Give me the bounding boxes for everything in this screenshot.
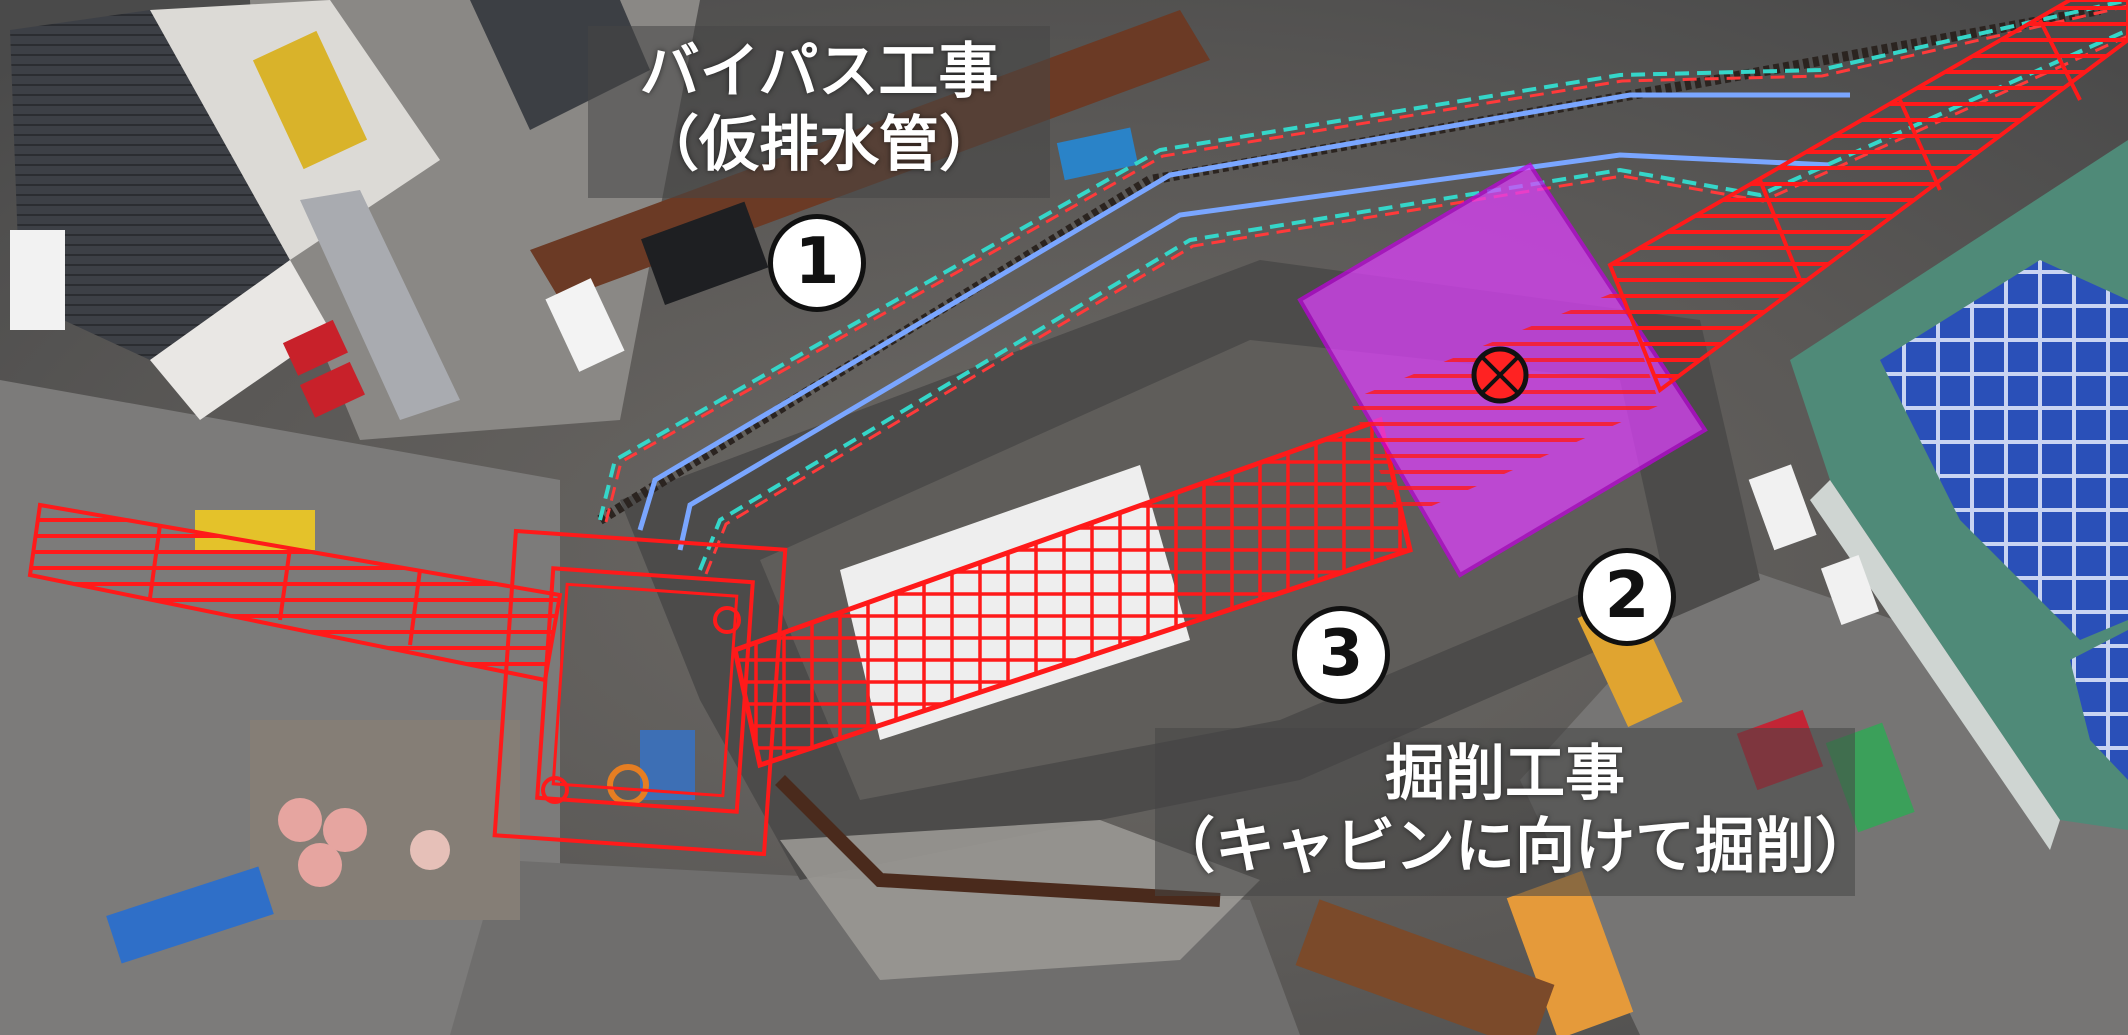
culvert-center xyxy=(732,416,1413,769)
house-roof xyxy=(10,10,290,360)
bypass-pipe-cyan-outer xyxy=(598,0,2128,521)
bypass-pipe-cyan-inner xyxy=(698,28,2128,571)
culvert-left-rib-3 xyxy=(408,569,422,646)
signboard xyxy=(10,230,65,330)
sheet-pile-wall-bottom xyxy=(775,775,1221,907)
solar-panels-lower xyxy=(2070,630,2128,780)
wet-area xyxy=(780,820,1260,980)
bypass-work-title: バイパス工事 xyxy=(639,37,999,107)
excavation-work-subtitle: （キャビンに向けて掘削） xyxy=(1155,812,1875,883)
red-car-1 xyxy=(282,319,348,376)
shaft-inner-2 xyxy=(551,582,739,798)
bypass-work-subtitle: （仮排水管） xyxy=(639,110,999,181)
bypass-pipe-blue-1 xyxy=(637,92,1850,531)
culvert-left-rib-1 xyxy=(148,524,162,599)
blue-container-left xyxy=(640,730,695,800)
bypass-pipe-red-outer xyxy=(604,4,2128,523)
culvert-right xyxy=(1607,0,2128,394)
cable-drum-4 xyxy=(410,830,450,870)
crane-bottom xyxy=(1506,870,1634,1035)
shaft-corner-1 xyxy=(713,606,741,634)
bypass-pipe-blue-2 xyxy=(677,152,1831,551)
excavation-work-label: 掘削工事 （キャビンに向けて掘削） xyxy=(1155,728,1875,896)
excavator-top xyxy=(641,201,769,305)
pipes-bottom xyxy=(1295,899,1555,1035)
culvert-through-cabin xyxy=(1350,290,1660,520)
road-left xyxy=(0,380,560,1035)
culvert-right-rib-1 xyxy=(1758,179,1802,281)
marker-3: 3 xyxy=(1292,606,1390,704)
shaft-corner-2 xyxy=(541,776,569,804)
cabin-cross-2 xyxy=(1481,356,1519,394)
warehouse-roof xyxy=(300,190,460,420)
right-building-wall xyxy=(1810,480,2060,850)
culvert-right-rib-3 xyxy=(2038,19,2082,101)
van-1 xyxy=(1748,464,1817,551)
truck-top xyxy=(545,278,625,372)
crane-yellow-top xyxy=(252,30,368,170)
solar-panels xyxy=(1880,260,2128,640)
culvert-left-rib-2 xyxy=(278,547,292,621)
container-blue xyxy=(1056,127,1139,181)
cable-drum-3 xyxy=(298,843,342,887)
marker-1: 1 xyxy=(768,214,866,312)
bypass-work-label: バイパス工事 （仮排水管） xyxy=(588,26,1050,198)
red-car-2 xyxy=(299,361,365,418)
marker-2: 2 xyxy=(1578,548,1676,646)
cable-drum-2 xyxy=(323,808,367,852)
excavation-work-title: 掘削工事 xyxy=(1385,739,1625,809)
cable-drum-1 xyxy=(278,798,322,842)
culvert-right-rib-2 xyxy=(1898,99,1942,191)
van-2 xyxy=(1820,554,1880,626)
blue-truck-left xyxy=(106,866,274,964)
house-wall xyxy=(150,260,330,420)
